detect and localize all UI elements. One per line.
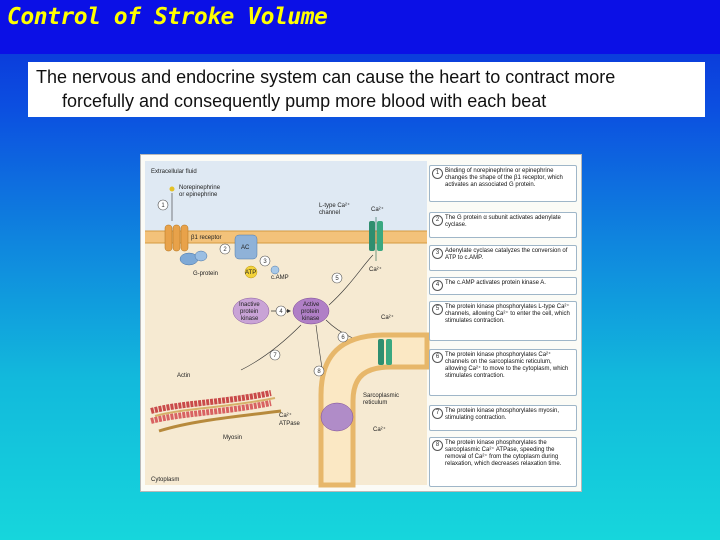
sarcoplasmic-reticulum — [318, 332, 430, 488]
label-ac: AC — [241, 245, 250, 251]
label-ltype-2: channel — [319, 210, 340, 216]
label-myosin: Myosin — [223, 435, 242, 441]
step-3-box: 3 Adenylate cyclase catalyzes the conver… — [429, 245, 577, 271]
inactive-protein-kinase — [232, 297, 270, 325]
actin-myosin-filaments — [150, 390, 282, 433]
step-5-number: 5 — [432, 304, 443, 315]
step-5-text: The protein kinase phosphorylates L-type… — [445, 304, 570, 324]
step-2-text: The G protein α subunit activates adenyl… — [445, 215, 561, 228]
step-4-box: 4 The c.AMP activates protein kinase A. — [429, 277, 577, 295]
svg-text:3: 3 — [263, 259, 267, 265]
step-4-text: The c.AMP activates protein kinase A. — [445, 280, 546, 286]
svg-text:4: 4 — [279, 309, 283, 315]
adenylate-cyclase — [234, 234, 258, 260]
label-ca-bottom: Ca²⁺ — [373, 426, 386, 433]
step-6-number: 6 — [432, 352, 443, 363]
l-type-ca-channel — [369, 221, 375, 251]
step-7-number: 7 — [432, 408, 443, 419]
stroke-volume-diagram: 1 2 3 4 5 6 7 8 Extracellular fluid Nore… — [140, 154, 582, 492]
label-inactive-2: protein — [240, 309, 258, 315]
step-5-box: 5 The protein kinase phosphorylates L-ty… — [429, 301, 577, 341]
label-norepi-1: Norepinephrine — [179, 185, 221, 191]
label-sr-2: reticulum — [363, 400, 387, 406]
label-ca-atpase-1: Ca²⁺ — [279, 412, 292, 419]
active-protein-kinase — [292, 297, 330, 325]
label-sr-1: Sarcoplasmic — [363, 393, 399, 399]
intro-line-2: forcefully and consequently pump more bl… — [62, 91, 547, 111]
sr-ca-channel — [378, 339, 384, 365]
step-3-number: 3 — [432, 248, 443, 259]
label-camp: c.AMP — [271, 275, 289, 281]
svg-text:6: 6 — [341, 335, 345, 341]
svg-text:7: 7 — [273, 353, 277, 359]
label-ca-outside: Ca²⁺ — [371, 206, 384, 213]
label-atp: ATP — [245, 270, 256, 276]
label-actin: Actin — [177, 373, 190, 379]
label-ca-inside: Ca²⁺ — [369, 266, 382, 273]
label-g-protein: G-protein — [193, 271, 218, 277]
svg-text:8: 8 — [317, 369, 321, 375]
step-2-box: 2 The G protein α subunit activates aden… — [429, 212, 577, 238]
cell-membrane — [145, 231, 427, 243]
svg-text:2: 2 — [223, 247, 227, 253]
ca-atpase — [320, 402, 354, 432]
beta1-receptor — [164, 224, 173, 252]
atp-molecule — [244, 265, 258, 279]
step-2-number: 2 — [432, 215, 443, 226]
svg-text:5: 5 — [335, 276, 339, 282]
step-8-number: 8 — [432, 440, 443, 451]
step-7-box: 7 The protein kinase phosphorylates myos… — [429, 405, 577, 431]
label-extracellular: Extracellular fluid — [151, 169, 197, 175]
label-active-2: protein — [301, 309, 319, 315]
intro-line-1: The nervous and endocrine system can cau… — [36, 67, 616, 87]
label-inactive-1: Inactive — [239, 302, 260, 308]
label-inactive-3: kinase — [241, 316, 259, 322]
intro-textbox: The nervous and endocrine system can cau… — [28, 62, 705, 117]
label-ca-mid: Ca²⁺ — [381, 314, 394, 321]
step-1-text: Binding of norepinephrine or epinephrine… — [445, 168, 563, 188]
slide-title: Control of Stroke Volume — [7, 4, 328, 30]
camp-molecule — [270, 265, 280, 275]
label-beta1-receptor: β1 receptor — [191, 235, 221, 241]
label-norepi-2: or epinephrine — [179, 192, 218, 198]
ligand-molecule — [169, 186, 175, 192]
label-cytoplasm: Cytoplasm — [151, 477, 179, 483]
step-6-box: 6 The protein kinase phosphorylates Ca²⁺… — [429, 349, 577, 396]
step-1-box: 1 Binding of norepinephrine or epinephri… — [429, 165, 577, 202]
label-active-3: kinase — [302, 316, 320, 322]
label-ca-atpase-2: ATPase — [279, 421, 301, 427]
svg-text:1: 1 — [161, 203, 165, 209]
step-7-text: The protein kinase phosphorylates myosin… — [445, 408, 560, 421]
step-4-number: 4 — [432, 280, 443, 291]
step-8-text: The protein kinase phosphorylates the sa… — [445, 440, 562, 467]
title-bar: Control of Stroke Volume — [0, 0, 720, 54]
step-1-number: 1 — [432, 168, 443, 179]
step-6-text: The protein kinase phosphorylates Ca²⁺ c… — [445, 352, 569, 379]
step-8-box: 8 The protein kinase phosphorylates the … — [429, 437, 577, 487]
diagram-graphic: 1 2 3 4 5 6 7 8 Extracellular fluid Nore… — [145, 161, 430, 488]
label-active-1: Active — [303, 302, 320, 308]
label-ltype-1: L-type Ca²⁺ — [319, 202, 350, 209]
step-3-text: Adenylate cyclase catalyzes the conversi… — [445, 248, 568, 261]
